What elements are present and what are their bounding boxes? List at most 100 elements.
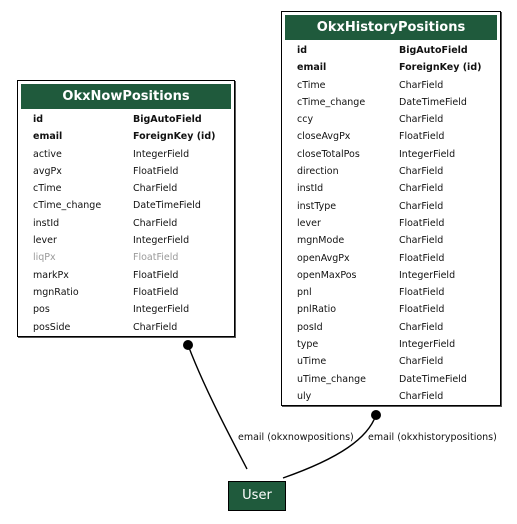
field-type: CharField	[133, 321, 178, 333]
model-title: OkxHistoryPositions	[285, 15, 497, 40]
field-row: liqPx FloatField	[18, 249, 234, 266]
field-name: type	[297, 339, 319, 351]
field-type: FloatField	[399, 131, 445, 143]
field-name: mgnMode	[297, 235, 345, 247]
field-name: cTime	[297, 79, 326, 91]
field-row: mgnMode CharField	[282, 232, 500, 249]
field-type: FloatField	[133, 269, 179, 281]
field-name: pnlRatio	[297, 304, 337, 316]
edge-now-dot	[183, 340, 193, 350]
field-name: active	[33, 148, 62, 160]
field-type: IntegerField	[399, 148, 456, 160]
field-row: direction CharField	[282, 163, 500, 180]
field-type: IntegerField	[399, 339, 456, 351]
model-user[interactable]: User	[228, 481, 286, 511]
field-type: BigAutoField	[133, 114, 202, 125]
field-row: instType CharField	[282, 198, 500, 215]
field-name: posSide	[33, 321, 71, 333]
field-name: cTime	[33, 183, 62, 195]
field-type: FloatField	[399, 252, 445, 264]
field-name: lever	[33, 235, 57, 247]
field-row: closeAvgPx FloatField	[282, 128, 500, 145]
field-type: FloatField	[399, 304, 445, 316]
field-name: cTime_change	[297, 96, 366, 108]
field-row: cTime_change DateTimeField	[18, 197, 234, 214]
field-name: direction	[297, 166, 339, 178]
field-type: DateTimeField	[399, 373, 467, 385]
field-name: ccy	[297, 114, 314, 126]
field-type: CharField	[399, 390, 444, 402]
field-type: IntegerField	[133, 235, 190, 247]
field-name: openMaxPos	[297, 269, 357, 281]
field-row: uly CharField	[282, 388, 500, 405]
field-name: closeAvgPx	[297, 131, 351, 143]
field-row: pnlRatio FloatField	[282, 301, 500, 318]
field-name: pnl	[297, 287, 312, 299]
field-type: DateTimeField	[399, 96, 467, 108]
field-type: CharField	[399, 183, 444, 195]
field-name: uTime_change	[297, 373, 366, 385]
edge-label-history: email (okxhistorypositions)	[368, 432, 497, 443]
edge-label-now: email (okxnowpositions)	[238, 432, 354, 443]
field-name: instId	[33, 217, 60, 229]
field-name: instId	[297, 183, 324, 195]
field-row: type IntegerField	[282, 336, 500, 353]
field-name: uTime	[297, 356, 327, 368]
field-row: lever IntegerField	[18, 232, 234, 249]
field-type: ForeignKey (id)	[133, 131, 216, 143]
field-name: avgPx	[33, 165, 62, 177]
field-row: instId CharField	[18, 215, 234, 232]
field-type: FloatField	[133, 252, 179, 264]
field-row: email ForeignKey (id)	[18, 128, 234, 145]
field-type: FloatField	[399, 217, 445, 229]
field-row: lever FloatField	[282, 215, 500, 232]
field-row: openAvgPx FloatField	[282, 250, 500, 267]
field-name: uly	[297, 390, 312, 402]
edge-hist-to-user	[282, 414, 377, 479]
field-row: pnl FloatField	[282, 284, 500, 301]
field-type: ForeignKey (id)	[399, 62, 482, 74]
field-name: instType	[297, 200, 337, 212]
field-row: posSide CharField	[18, 319, 234, 336]
field-name: mgnRatio	[33, 286, 79, 298]
field-name: openAvgPx	[297, 252, 350, 264]
field-type: CharField	[399, 235, 444, 247]
field-type: FloatField	[399, 287, 445, 299]
field-type: CharField	[133, 217, 178, 229]
field-row: instId CharField	[282, 180, 500, 197]
field-type: IntegerField	[133, 148, 190, 160]
model-title: OkxNowPositions	[21, 84, 231, 109]
field-row: cTime_change DateTimeField	[282, 94, 500, 111]
field-row: markPx FloatField	[18, 267, 234, 284]
field-type: DateTimeField	[133, 200, 201, 212]
field-row: active IntegerField	[18, 146, 234, 163]
field-type: CharField	[399, 321, 444, 333]
field-type: CharField	[399, 166, 444, 178]
field-type: IntegerField	[133, 304, 190, 316]
field-name: markPx	[33, 269, 69, 281]
field-name: lever	[297, 217, 321, 229]
field-type: CharField	[399, 79, 444, 91]
edge-hist-dot	[371, 410, 381, 420]
edge-now-to-user	[187, 344, 248, 470]
field-name: liqPx	[33, 252, 56, 264]
field-name: cTime_change	[33, 200, 102, 212]
field-type: CharField	[399, 200, 444, 212]
field-name: email	[33, 131, 63, 143]
field-type: BigAutoField	[399, 45, 468, 56]
